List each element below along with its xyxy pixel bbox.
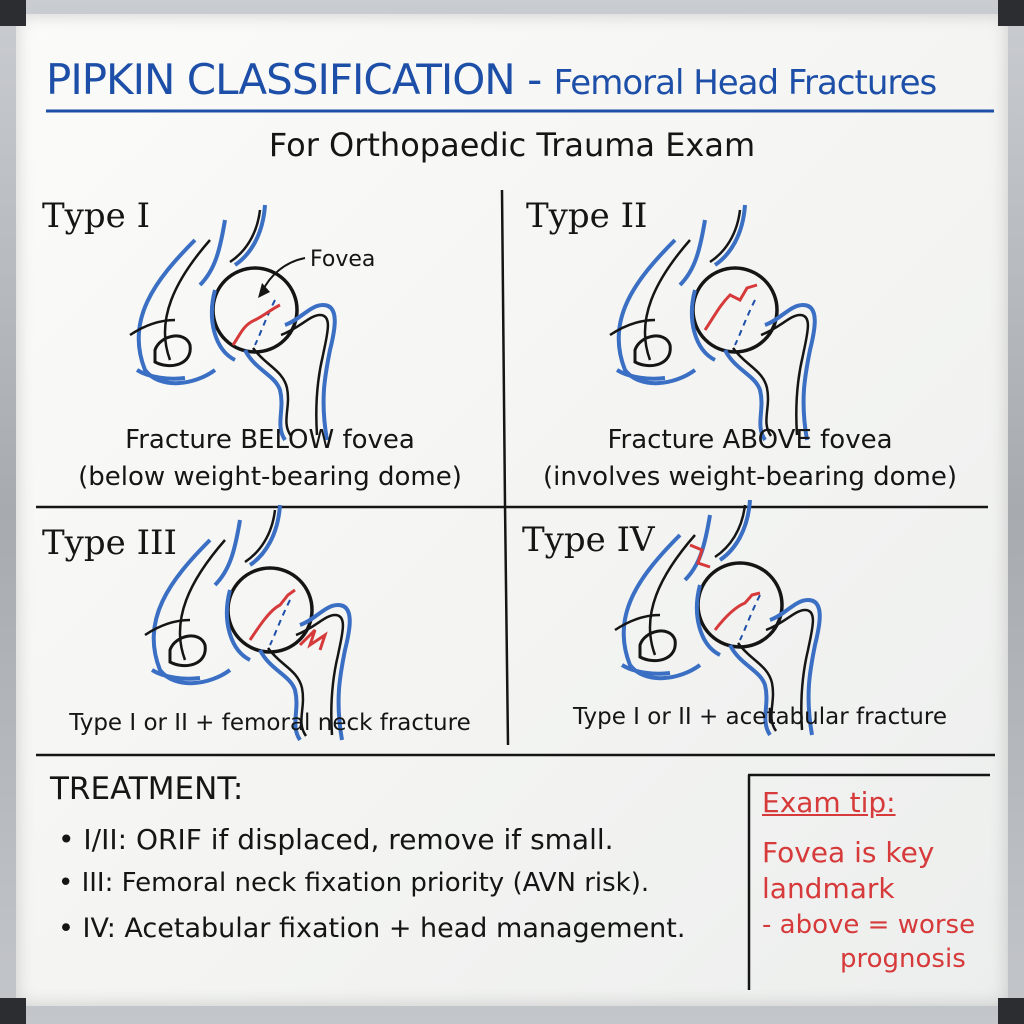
type-3-label: Type III [42, 523, 177, 563]
treatment-heading: TREATMENT: [50, 771, 244, 807]
exam-tip-heading: Exam tip: [762, 786, 896, 819]
exam-tip-line: - above = worse [762, 910, 976, 940]
frame-corner [998, 998, 1024, 1024]
treatment-item: • I/II: ORIF if displaced, remove if sma… [58, 823, 614, 856]
type-4-hip-diagram [613, 498, 822, 737]
type-2-label: Type II [526, 196, 648, 236]
whiteboard [16, 14, 1008, 1006]
type-4-label: Type IV [522, 520, 655, 560]
title-dash: - [514, 55, 554, 104]
frame-corner [0, 0, 26, 26]
type-1-caption-line-2: (below weight-bearing dome) [78, 462, 462, 492]
type-2-hip-diagram [608, 203, 817, 442]
type-1-label: Type I [42, 196, 151, 236]
type-3-hip-diagram [143, 503, 352, 742]
title-sub: Femoral Head Fractures [553, 63, 938, 103]
grid-divider-vertical [503, 504, 510, 746]
type-1-hip-diagram [128, 203, 337, 442]
type-3-caption: Type I or II + femoral neck fracture [69, 710, 471, 736]
exam-tip-line: prognosis [840, 944, 966, 974]
fovea-arrowhead [258, 283, 270, 298]
title-main: PIPKIN CLASSIFICATION [46, 55, 516, 104]
page-title: PIPKIN CLASSIFICATION - Femoral Head Fra… [46, 55, 938, 104]
type-3-head-fracture-line [248, 588, 296, 641]
type-3-neck-fracture-line [298, 628, 328, 651]
type-2-fracture-line [703, 283, 758, 331]
type-2-caption-line-2: (involves weight-bearing dome) [542, 462, 958, 492]
type-2-caption-line-1: Fracture ABOVE fovea [607, 425, 893, 455]
fovea-arrow [261, 257, 306, 293]
exam-tip-line: landmark [762, 872, 895, 905]
exam-tip-line: Fovea is key [762, 836, 935, 869]
treatment-item: • IV: Acetabular fixation + head managem… [58, 913, 686, 944]
type-4-acetabular-fracture-line [689, 543, 711, 569]
type-4-caption: Type I or II + acetabular fracture [573, 704, 947, 730]
page-subtitle: For Orthopaedic Trauma Exam [268, 126, 756, 164]
type-4-head-fracture-line [713, 591, 761, 631]
frame-corner [998, 0, 1024, 26]
treatment-item: • III: Femoral neck fixation priority (A… [58, 868, 650, 898]
fovea-annotation: Fovea [310, 247, 376, 272]
frame-corner [0, 998, 26, 1024]
type-1-caption-line-1: Fracture BELOW fovea [125, 425, 415, 455]
type-1-fracture-line [231, 303, 281, 346]
grid-divider-vertical [500, 189, 507, 506]
